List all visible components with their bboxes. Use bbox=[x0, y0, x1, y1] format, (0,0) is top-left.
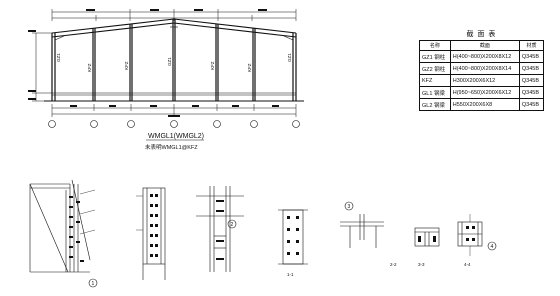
stiffener-marks bbox=[216, 200, 224, 260]
detail-marker-1: 1 bbox=[88, 278, 98, 288]
member-material: Q345B bbox=[518, 98, 545, 111]
bolt-grid bbox=[150, 194, 158, 257]
detail-marker-label: 2 bbox=[231, 222, 234, 228]
member-note: 钢梁 bbox=[433, 102, 445, 109]
detail-marker-label: 1 bbox=[92, 281, 95, 287]
section-label: 1-1 bbox=[287, 272, 294, 277]
section-label: 4-4 bbox=[464, 262, 471, 267]
frame-elevation: GZ1 KFZ KFZ GZ1 KFZ KFZ GZ1 bbox=[28, 9, 304, 151]
table-row: GZ2 钢柱 H(400~800)X200X8X14 Q345B bbox=[419, 62, 545, 75]
member-name: GZ2 bbox=[422, 66, 433, 73]
column-label: KFZ bbox=[210, 61, 215, 70]
member-note: 钢柱 bbox=[434, 54, 446, 61]
detail-marker-3: 3 bbox=[344, 201, 354, 211]
member-note: 钢梁 bbox=[433, 90, 445, 97]
member-material: Q345B bbox=[518, 62, 545, 75]
table-row: KFZ H300X200X6X12 Q345B bbox=[419, 74, 545, 87]
detail-3 bbox=[196, 186, 244, 272]
column-label: GZ1 bbox=[167, 57, 172, 66]
detail-marker-4: 4 bbox=[487, 241, 497, 251]
member-section: H300X200X6X12 bbox=[449, 74, 520, 87]
section-table-title: 截 面 表 bbox=[466, 30, 497, 38]
axis-bubbles bbox=[48, 120, 300, 128]
section-label: 3-3 bbox=[418, 262, 425, 267]
member-material: Q345B bbox=[518, 74, 545, 87]
member-material: Q345B bbox=[518, 50, 545, 63]
member-note: 钢柱 bbox=[434, 66, 446, 73]
frame-subcaption: 未表明WMGL1@KFZ bbox=[145, 143, 198, 151]
member-section: H(400~800)X200X8X12 bbox=[449, 50, 520, 63]
detail-5 bbox=[340, 214, 384, 248]
column-header-name: 名称 bbox=[419, 40, 451, 51]
detail-marker-2: 2 bbox=[227, 219, 237, 229]
member-name: GL2 bbox=[422, 102, 433, 109]
member-section: H(400~800)X200X8X14 bbox=[449, 62, 520, 75]
member-section: H550X200X6X8 bbox=[449, 98, 520, 111]
column-header-material: 材质 bbox=[518, 40, 545, 51]
member-name: GL1 bbox=[422, 90, 433, 97]
member-name: KFZ bbox=[422, 77, 433, 84]
table-row: GL2 钢梁 H550X200X6X8 Q345B bbox=[419, 98, 545, 111]
column-labels: GZ1 KFZ KFZ GZ1 KFZ KFZ GZ1 bbox=[56, 53, 292, 72]
detail-1 bbox=[29, 179, 96, 273]
detail-2 bbox=[136, 187, 166, 280]
bolt-marks bbox=[69, 196, 84, 262]
section-label: 2-2 bbox=[390, 262, 397, 267]
frame-caption: WMGL1(WMGL2) bbox=[148, 133, 204, 140]
frame-columns bbox=[51, 19, 297, 101]
column-label: KFZ bbox=[247, 63, 252, 72]
left-elevation-marks bbox=[28, 30, 52, 102]
section-table: 截 面 表 名称 截面 材质 GZ1 钢柱 H(400~800)X200X8X1… bbox=[419, 27, 545, 111]
tie-beam bbox=[52, 92, 296, 96]
section-label-2: 2-2 bbox=[390, 262, 397, 267]
column-label: KFZ bbox=[124, 61, 129, 70]
table-row: GZ1 钢柱 H(400~800)X200X8X12 Q345B bbox=[419, 50, 545, 63]
haunches bbox=[54, 26, 294, 41]
table-row: GL1 钢梁 H(950~650)X200X6X12 Q345B bbox=[419, 86, 545, 99]
detail-marker-label: 4 bbox=[491, 244, 494, 250]
member-name: GZ1 bbox=[422, 54, 433, 61]
section-label-4: 4-4 bbox=[464, 262, 471, 267]
bottom-dimension-lines bbox=[51, 104, 297, 117]
top-dimension-lines bbox=[51, 9, 297, 21]
detail-marker-label: 3 bbox=[348, 204, 351, 210]
member-material: Q345B bbox=[518, 86, 545, 99]
detail-4 bbox=[278, 209, 308, 265]
section-label-1: 1-1 bbox=[287, 272, 294, 277]
detail-6 bbox=[414, 227, 440, 247]
member-section: H(950~650)X200X6X12 bbox=[449, 86, 520, 99]
section-label-3: 3-3 bbox=[418, 262, 425, 267]
roof-beam bbox=[51, 18, 297, 38]
column-label: GZ1 bbox=[287, 53, 292, 62]
column-header-section: 截面 bbox=[449, 40, 520, 51]
column-label: GZ1 bbox=[56, 53, 61, 62]
detail-7 bbox=[457, 214, 483, 256]
column-label: KFZ bbox=[87, 63, 92, 72]
anchor-bolts bbox=[287, 216, 299, 255]
